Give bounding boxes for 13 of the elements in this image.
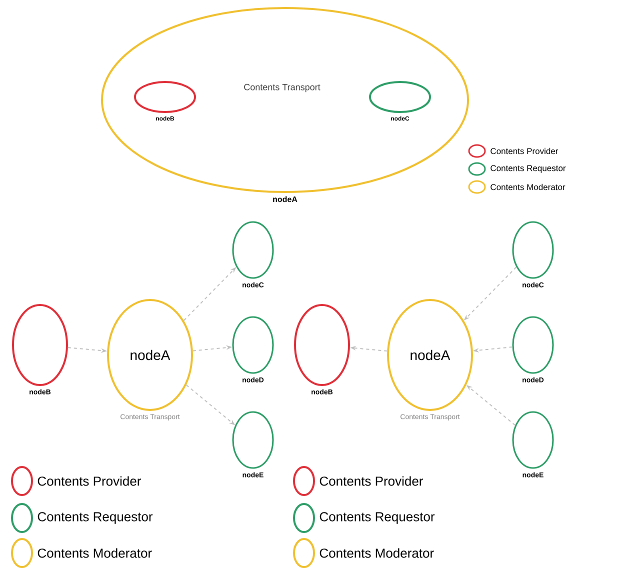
transport-label: Contents Transport (244, 84, 320, 92)
legend-text: Contents Moderator (38, 548, 152, 558)
legend-text: Contents Requestor (320, 512, 435, 524)
legend-text: Contents Requestor (490, 165, 566, 173)
moderator-node: nodeA (107, 299, 193, 411)
legend-text: Contents Moderator (490, 184, 566, 190)
legend-text: Contents Provider (38, 476, 141, 486)
legend-text: Contents Provider (490, 148, 558, 154)
legend-text: Contents Moderator (320, 548, 434, 558)
node-label: nodeA (273, 196, 298, 202)
legend-text: Contents Requestor (38, 512, 153, 524)
moderator-node: nodeA (387, 299, 473, 411)
legend-text: Contents Provider (320, 476, 424, 486)
